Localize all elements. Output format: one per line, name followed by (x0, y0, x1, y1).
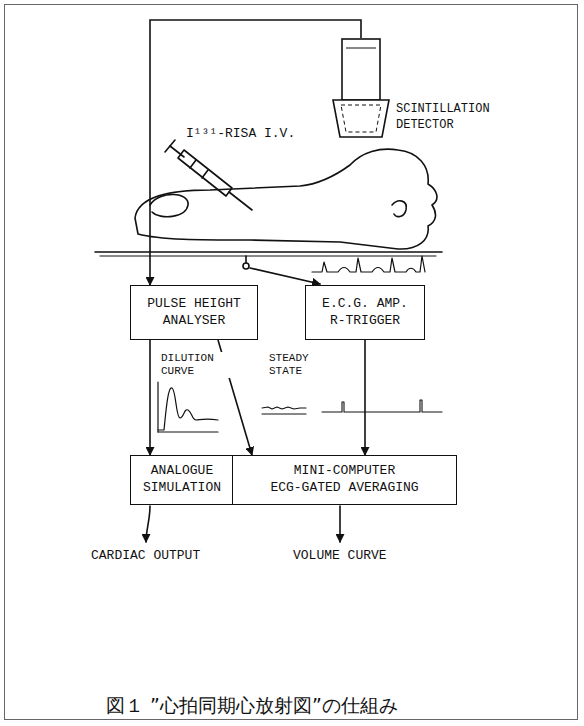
process-box: PULSE HEIGHT ANALYSER (130, 285, 258, 340)
dilution-curve-plot (158, 382, 218, 432)
patient-arm (150, 194, 188, 216)
box-text: MINI-COMPUTER (294, 463, 395, 480)
box-text: ANALOGUE SIMULATION (139, 463, 225, 497)
scintillation-detector: SCINTILLATION DETECTOR (332, 38, 390, 138)
tracer-label: I¹³¹-RISA I.V. (186, 126, 295, 142)
r-trigger-pulses (322, 400, 442, 412)
output-label: VOLUME CURVE (293, 548, 387, 564)
connector (149, 340, 151, 455)
box-text: ECG-GATED AVERAGING (270, 480, 418, 497)
ecg-trace (312, 256, 425, 272)
box-text: PULSE HEIGHT ANALYSER (139, 296, 249, 330)
output-label: CARDIAC OUTPUT (91, 548, 200, 564)
electrode (243, 263, 249, 269)
connector (364, 340, 366, 455)
process-box: E.C.G. AMP. R-TRIGGER (305, 285, 425, 340)
figure-caption: 図１ ”心拍同期心放射図”の仕組み (106, 694, 398, 718)
patient-body (135, 149, 437, 249)
box-text: E.C.G. AMP. R-TRIGGER (315, 296, 415, 330)
patient-ear (392, 201, 406, 217)
process-box: ANALOGUE SIMULATION (130, 455, 234, 505)
table (95, 251, 442, 253)
electrode-stem (245, 256, 247, 263)
connector (150, 20, 361, 285)
steady-state-trace (262, 407, 306, 414)
detector-shape (332, 38, 390, 138)
output-arrow (146, 506, 150, 542)
ecg-lead (250, 268, 320, 284)
detector-label: SCINTILLATION DETECTOR (396, 102, 498, 133)
output-arrow (339, 506, 341, 542)
edge-label: DILUTION CURVE (160, 352, 232, 378)
syringe (165, 140, 252, 210)
edge-label: STEADY STATE (268, 352, 330, 378)
process-box: MINI-COMPUTERECG-GATED AVERAGING (232, 455, 457, 505)
